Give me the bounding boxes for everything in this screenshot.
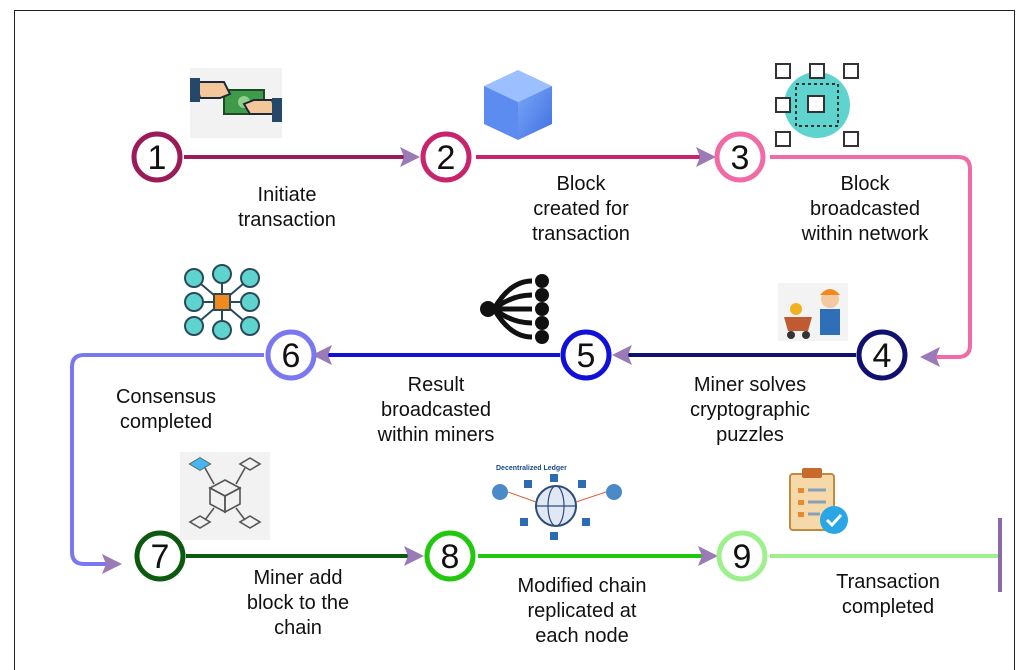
connector-3-4 xyxy=(770,155,972,359)
step-9-number: 9 xyxy=(733,538,752,576)
step-7-node: 7 xyxy=(134,530,186,582)
broadcast-nodes-icon xyxy=(480,274,549,344)
arrowhead-3 xyxy=(696,147,716,167)
step-2-number: 2 xyxy=(437,139,456,177)
step-6-number: 6 xyxy=(282,337,301,375)
step-9-node: 9 xyxy=(716,530,768,582)
step-8-node: 8 xyxy=(424,530,476,582)
step-8-number: 8 xyxy=(441,538,460,576)
decentralized-ledger-icon: Decentralized Ledger xyxy=(492,465,622,540)
step-4-circle xyxy=(856,329,908,381)
step-5-node: 5 xyxy=(560,329,612,381)
step-7-circle xyxy=(134,530,186,582)
consensus-network-icon xyxy=(184,264,260,340)
step-7-number: 7 xyxy=(151,538,170,576)
arrowhead-6 xyxy=(312,345,332,365)
arrowhead-8 xyxy=(404,546,424,566)
step-5-number: 5 xyxy=(577,337,596,375)
arrowheads xyxy=(102,147,940,574)
step-2-circle xyxy=(420,131,472,183)
miner-worker-icon xyxy=(778,283,848,341)
step-1-number: 1 xyxy=(148,139,167,177)
step-4-number: 4 xyxy=(873,337,892,375)
arrowhead-7 xyxy=(102,554,122,574)
cube-block-icon xyxy=(484,70,552,140)
step-5-circle xyxy=(560,329,612,381)
step-8-circle xyxy=(424,530,476,582)
ledger-caption: Decentralized Ledger xyxy=(496,465,567,472)
step-6-circle xyxy=(265,329,317,381)
step-3-number: 3 xyxy=(731,139,750,177)
step-6-node: 6 xyxy=(265,329,317,381)
step-1-node: 1 xyxy=(131,131,183,183)
arrowhead-5 xyxy=(612,345,632,365)
connector-6-7 xyxy=(70,353,264,566)
arrowhead-9 xyxy=(698,546,718,566)
step-3-circle xyxy=(714,131,766,183)
arrowhead-4 xyxy=(920,347,940,367)
step-2-node: 2 xyxy=(420,131,472,183)
clipboard-check-icon xyxy=(789,468,848,534)
connectors xyxy=(70,155,1002,592)
blockchain-cubes-icon xyxy=(180,452,270,540)
arrowhead-2 xyxy=(400,147,420,167)
step-9-circle xyxy=(716,530,768,582)
diagram-frame xyxy=(14,10,1015,670)
step-1-circle xyxy=(131,131,183,183)
step-4-node: 4 xyxy=(856,329,908,381)
block-network-icon xyxy=(775,63,859,147)
step-circles: 1 2 3 4 5 6 7 8 9 xyxy=(131,131,908,582)
money-exchange-icon xyxy=(190,68,282,138)
step-3-node: 3 xyxy=(714,131,766,183)
